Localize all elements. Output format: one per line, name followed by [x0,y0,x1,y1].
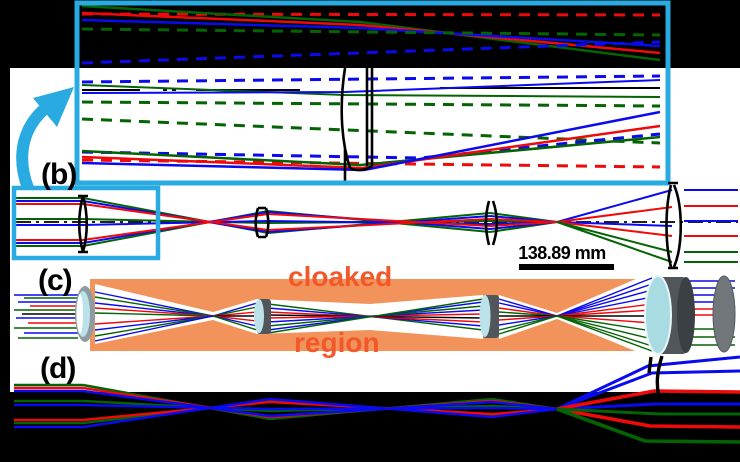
inset-lens [340,67,374,181]
panel-c-render [14,272,736,358]
inset-dashed-blue-3 [81,132,661,160]
inset-red-marginal-ray [81,124,661,170]
panel-b-seg1-red [82,203,269,241]
inset-dashed-red-top [81,12,661,17]
inset-red-ray [81,11,661,55]
panel-b-seg3-red [489,218,558,227]
panel-d-fan-green [556,407,740,444]
panel-c-label: (c) [38,264,73,297]
panel-d-input-blue [14,389,83,429]
panel-c-lens-2 [254,299,271,334]
zoom-inset-box [74,0,671,186]
inset-ray-diagram [74,0,671,186]
panel-d-input-red [14,386,83,422]
panel-b-lens-2 [254,206,270,239]
panel-c-lens-4 [644,275,695,355]
panel-b-fan-red [556,206,673,237]
light-envelope-5 [557,272,652,358]
panel-c-converging-rays [94,291,214,342]
panel-d-fan-red [556,389,740,429]
panel-b-lens-1 [77,194,89,254]
panel-b-fan-blue [556,189,673,227]
panel-c-fan-rays [556,277,653,352]
inset-green-marginal-ray [81,135,661,167]
inset-green-ray-2 [81,84,661,98]
inset-blue-ray [81,18,661,48]
panel-b-ray-diagram [11,181,738,270]
panel-b-lens-3 [484,200,499,246]
panel-d-lens-4 [647,355,664,398]
inset-dashed-blue [81,40,661,65]
panel-d-label: (d) [40,352,76,385]
panel-b-seg2-red [267,213,491,231]
panel-d-ray-diagram [14,355,740,444]
cloaked-region-label-word2: region [294,327,380,358]
panel-b-output-green [684,251,738,263]
panel-b-input-green [16,197,83,247]
panel-d-seg3-blue [491,400,558,419]
panel-d-fan-green-dark [556,407,740,416]
inset-blue-ray-2 [81,79,661,94]
panel-d-seg1-blue [82,389,271,429]
panel-c-lens-1 [75,286,95,342]
panel-d-input-green [14,383,83,425]
panel-d-fan-blue [556,355,740,411]
arrow-head [33,87,74,127]
panel-c-relay-rays [267,298,484,334]
panel-b-output-red [684,205,738,237]
cloaked-region-label-word1: cloaked [288,261,393,292]
scale-bar-label: 138.89 mm [518,243,606,263]
panel-b-label: (b) [41,158,77,191]
panel-c-lens-3 [479,295,499,338]
panel-b-fan-green [556,221,673,263]
panel-c-converging-rays-2 [498,298,558,335]
panel-d-seg2-blue [269,397,493,419]
panel-b-input-red [16,203,83,241]
panel-b-lens-4 [665,181,683,270]
inset-green-ray [81,4,661,62]
panel-c-input-rays [14,294,78,339]
panel-b-input-blue [16,200,83,244]
panel-b-output-blue [684,189,738,222]
zoom-source-box [11,185,161,261]
panel-c-diverging-rays [212,302,258,331]
inset-dashed-green [81,27,661,37]
panel-c-detector-disk [712,275,736,353]
zoom-callout-arrow-icon [16,87,74,191]
inset-axis-segments [82,87,660,91]
